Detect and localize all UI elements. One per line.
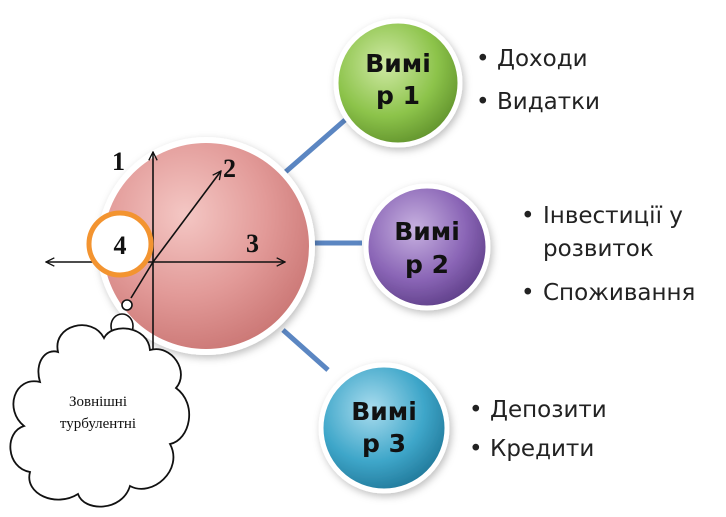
axis-diagonal-down [130, 261, 154, 299]
cloud-shape [9, 324, 191, 508]
dimension-2-bubble [363, 183, 491, 311]
axis-label-4: 4 [114, 231, 127, 260]
axis-label-2: 2 [223, 154, 236, 183]
axis-label-1: 1 [112, 147, 125, 176]
dimension-1: Вимі р 1 [333, 18, 463, 148]
bullet-marker: • [476, 89, 490, 115]
dimension-2-title-line2: р 2 [405, 250, 449, 279]
turbulence-cloud [9, 324, 191, 508]
connector-1 [280, 118, 347, 177]
external-factor-circle [86, 210, 154, 278]
connector-3 [281, 328, 330, 372]
dimension-1-bullet-2: Видатки [497, 89, 600, 115]
dimension-3-bullet-1: Депозити [490, 397, 607, 423]
dimension-3-bullet-2: Кредити [490, 436, 594, 462]
dimension-3-bubble [318, 362, 450, 494]
dimension-2-bullet-1: Інвестиції у [543, 203, 683, 229]
axis-2-arrow [152, 171, 221, 263]
dimension-1-bullets: • Доходи • Видатки [476, 46, 600, 115]
bullet-marker: • [476, 46, 490, 72]
bullet-marker: • [469, 436, 483, 462]
dimension-2-bullet-1-cont: розвиток [543, 236, 654, 262]
cloud-text-line1: Зовнішні [69, 394, 127, 410]
dimension-2-bullets: • Інвестиції у розвиток • Споживання [521, 203, 695, 306]
dimension-3-title-line1: Вимі [351, 397, 417, 426]
dimension-1-bubble [333, 18, 463, 148]
dimension-3-bullets: • Депозити • Кредити [469, 397, 607, 462]
dimension-1-title-line1: Вимі [365, 49, 431, 78]
dimension-2-bullet-2: Споживання [543, 280, 695, 306]
axis-label-3: 3 [246, 229, 259, 258]
bullet-marker: • [521, 203, 535, 229]
dimension-3: Вимі р 3 [318, 362, 450, 494]
dimension-2-title-line1: Вимі [394, 217, 460, 246]
bullet-marker: • [469, 397, 483, 423]
thought-dot-small [121, 299, 133, 311]
cloud-text-line2: турбулентні [60, 416, 136, 432]
dimension-1-bullet-1: Доходи [497, 46, 588, 72]
dimension-2: Вимі р 2 [363, 183, 491, 311]
bullet-marker: • [521, 280, 535, 306]
dimension-3-title-line2: р 3 [362, 429, 406, 458]
dimension-1-title-line2: р 1 [376, 81, 420, 110]
